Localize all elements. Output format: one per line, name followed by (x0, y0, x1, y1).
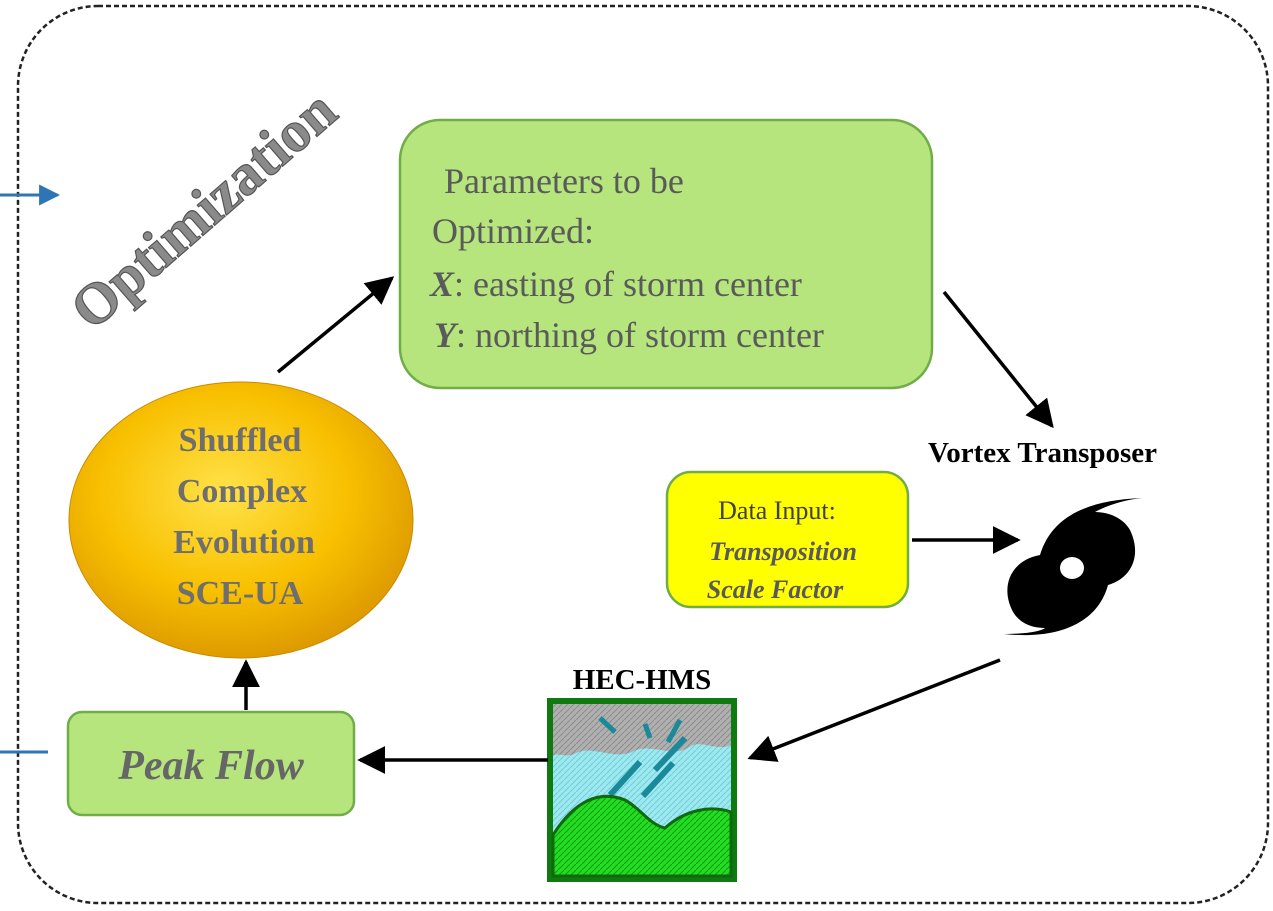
hec-hms-icon (547, 698, 737, 882)
params-box (398, 118, 934, 390)
arrow-sce-to-params (276, 276, 395, 374)
param-x-desc: : easting of storm center (454, 264, 802, 304)
hurricane-icon (1004, 498, 1142, 636)
sce-line2: Complex (177, 473, 307, 510)
param-y-var: Y (434, 315, 459, 355)
params-line3: X: easting of storm center (429, 264, 802, 304)
arrow-vortex-to-hms (747, 658, 1001, 762)
hec-hms-label: HEC-HMS (573, 664, 712, 696)
param-y-desc: : northing of storm center (456, 315, 824, 355)
vortex-label: Vortex Transposer (928, 437, 1157, 469)
data-input-line1: Data Input: (718, 496, 836, 525)
sce-line1: Shuffled (179, 422, 302, 459)
arrow-params-to-vortex (942, 290, 1054, 429)
sce-line4: SCE-UA (177, 575, 304, 612)
sce-line3: Evolution (173, 524, 315, 561)
sce-ellipse (68, 381, 414, 659)
param-x-var: X (429, 264, 455, 304)
data-input-box (665, 470, 910, 609)
peak-flow-box (66, 710, 356, 817)
data-input-line3: Scale Factor (707, 575, 844, 604)
params-line4: Y: northing of storm center (434, 315, 824, 355)
peak-flow-label: Peak Flow (117, 743, 304, 789)
params-line1: Parameters to be (444, 161, 684, 201)
optimization-frame (16, 4, 1270, 905)
params-line2: Optimized: (432, 211, 594, 251)
data-input-line2: Transposition (709, 537, 857, 566)
frame-title: Optimization (58, 77, 349, 342)
